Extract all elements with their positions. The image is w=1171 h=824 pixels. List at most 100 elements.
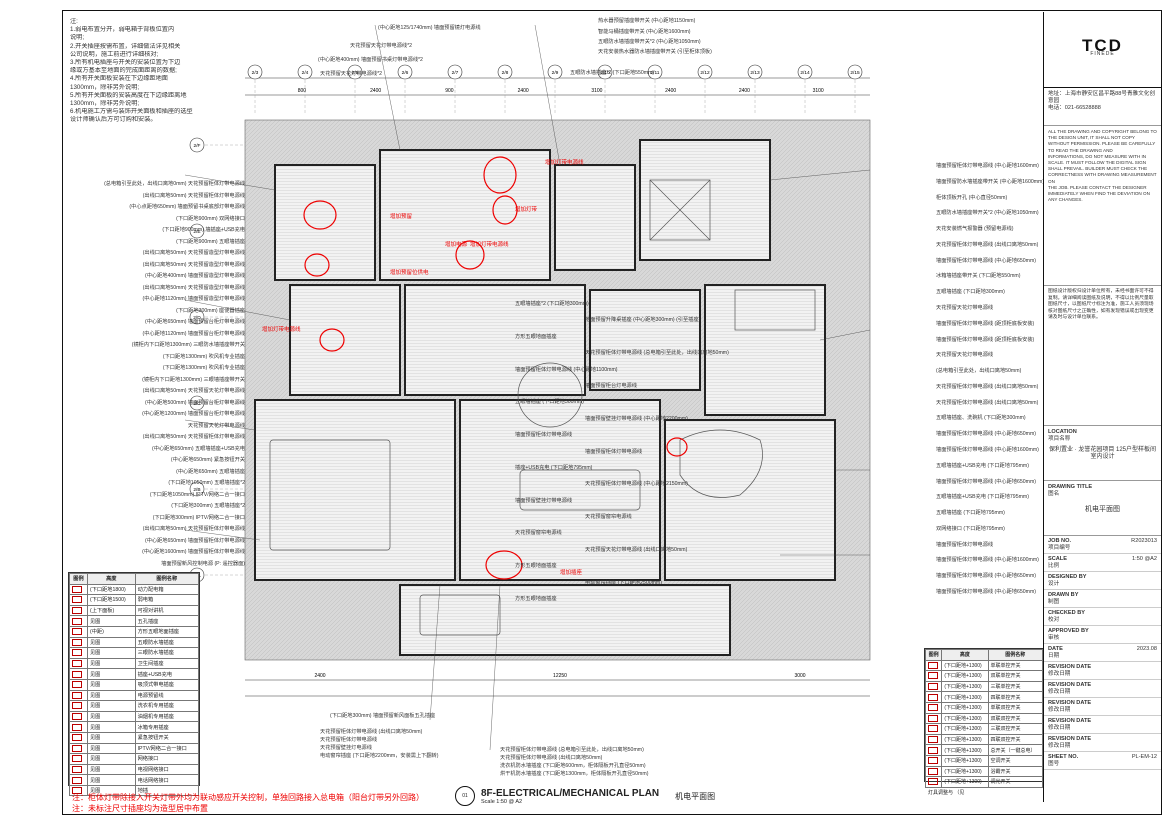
annotation-center: 方形五眼地面插座 [515,563,557,570]
note-line: 2.开关插座按需布置，详细做法详见相关 [70,42,181,50]
note-line: 4.所有开关面板安装在下边缘距地面 [70,75,168,83]
row-label-cn: 校对 [1048,617,1060,623]
legend-name: 三联双控开关 [987,723,1043,735]
annotation-right: 墙面预留柜体灯带电源线 (中心距地1600mm) [936,163,1039,169]
symbol-icon [72,702,82,710]
annotation-right: (总电箱引至此处，出线口离地50mm) [936,368,1022,375]
legend-header: 高度 [86,573,136,585]
legend-name: 洗衣机专用插座 [134,700,200,712]
switch-symbol-icon [928,778,938,786]
legend-row: 见图五孔插座 [69,615,200,627]
row-label-en: DRAWN BY [1048,592,1079,598]
footnotes: 注：柜体灯带除接入开关灯带外均为联动感应开关控制，单独回路接入总电箱（阳台灯带另… [72,792,424,814]
legend-symbol [69,647,88,659]
annotation-bottom: 天花预留柜体灯带电源线 [320,737,378,743]
annotation-bottom: 洗衣机防水墙插座 (下口距地600mm，柜体隔板开孔直径50mm) [500,763,646,769]
symbol-icon [72,660,82,668]
annotation-left: (镜柜内下口距地1300mm) 三眼墙插座带开关 [142,376,245,383]
annotation-center: 天花预留窗帘电源线 [515,530,562,537]
annotation-right: 柜体顶板开孔 (中心直径50mm) [936,194,1008,201]
grid-label: 2/9 [552,70,559,76]
legend-symbol [924,733,943,746]
symbol-icon [72,787,82,795]
annotation-center: 墙面预留柜体灯带电源线 [585,448,643,455]
grid-label: 2/D [193,315,201,321]
legend-name: 地插 [134,784,200,797]
legend-height: (下口距地+1300) [941,765,989,778]
annotation-left: (下口距地900mm) 双网络接口 [176,215,245,222]
grid-label: 2/14 [800,70,810,76]
copyright-line: IMMEDIATELY WHEN FIND THE DEVIATION ON [1048,191,1150,197]
legend-name: 紧急按钮开关 [134,731,200,744]
grid-bubble [247,64,263,80]
annotation-center: 天花预留柜体灯带电源线 (总电箱引至此处，出线口离地50mm) [585,350,729,357]
drawing-sheet-border [62,10,1162,815]
legend-height: (下口距地+1300) [941,691,989,703]
legend-header: 图例 [69,573,88,585]
legend-symbol [924,701,943,714]
grid-label: 2/B [193,487,200,493]
row-label-en: REVISION DATE [1048,664,1092,670]
annotation-left: (出线口离地50mm) 天花预留造型灯带电源线 [142,284,245,291]
legend-symbol [69,700,88,712]
row-label-en: REVISION DATE [1048,718,1092,724]
annotation-bottom: 烘干机防水墙插座 (下口距地1300mm，柜体隔板开孔直径50mm) [500,771,649,777]
legend-symbol [69,668,88,680]
drawing-title-label: DRAWING TITLE [1048,484,1093,490]
legend-name: 网络接口 [134,753,200,765]
row-label-en: DESIGNED BY [1048,574,1087,580]
note-line: 公司说明，施工前进行详细核对; [70,50,159,58]
revision-clouds [303,156,688,580]
row-value: 1:50 @A2 [1132,556,1157,562]
switch-symbol-icon [928,672,938,680]
legend-height: (中距) [86,625,136,638]
annotation-left: (下口距地1300mm) 吹风机专业插座 [162,353,245,360]
annotation-left: (出线口离地50mm) 天花预留造型灯带电源线 [142,250,245,257]
legend-name: 电源预留线 [134,689,200,702]
annotation-right: 双网络接口 (下口距地795mm) [936,525,1005,532]
annotation-left: (中心距地1600mm) 墙面预留柜体灯带电源线 [142,549,245,556]
legend-height: (下口距地1500) [86,594,136,606]
legend-row: 见图网络接口 [69,753,200,765]
row-label-cn: 制图 [1048,599,1060,605]
legend-row: 见图洗衣机专用插座 [69,700,200,712]
legend-symbol [924,765,943,778]
symbol-icon [72,723,82,731]
note-line: 1300mm，除非另外说明; [70,83,140,91]
copyright-line: SHALL PREVAIL. BUILDER MUST CHECK THE [1048,166,1148,172]
row-label-cn: 审核 [1048,635,1060,641]
annotation-left: (出线口离地50mm) 天花预留柜体灯带电源线 [142,434,245,441]
revision-tag: 增加灯带电源线 [545,160,584,166]
annotation-right: 墙面预留柜体灯带电源线 (中心距地1600mm) [936,557,1039,564]
annotation-right: 冰箱墙插座带开关 (下口距地550mm) [936,273,1021,280]
legend-symbol [69,678,88,691]
legend-symbol [69,689,88,702]
legend-name: 单联单控开关 [987,659,1043,672]
annotation-center: 地面预留升降桌插座 (中心距地300mm) (引至插座) [585,317,701,324]
legend-height: 见图 [86,742,136,755]
legend-row: (下口距地+1300)单联双控开关 [924,701,1043,714]
dimension-value: 2400 [518,88,529,94]
annotation-bottom: 天花预留柜体灯带电源线 (总电箱引至此处，出线口离地50mm) [500,747,644,753]
legend-row: 见图电话网络接口 [69,774,200,786]
legend-symbol [69,742,88,755]
legend-height: (下口距地+1300) [941,744,989,756]
legend-name: 电视网络接口 [134,763,200,776]
grid-label: 2/C [193,401,201,407]
grid-bubble [447,64,463,80]
grid-bubble [497,64,513,80]
annotation-left: 天花预留天花灯带电源线 [187,422,245,429]
switch-symbol-icon [928,736,938,744]
annotation-center: 天花预留窗帘电源线 [585,514,632,521]
legend-name: 插座+USB充电 [134,668,200,680]
annotation-right: 天花预留天花灯带电源线 [936,352,994,359]
legend-symbol [69,784,88,797]
